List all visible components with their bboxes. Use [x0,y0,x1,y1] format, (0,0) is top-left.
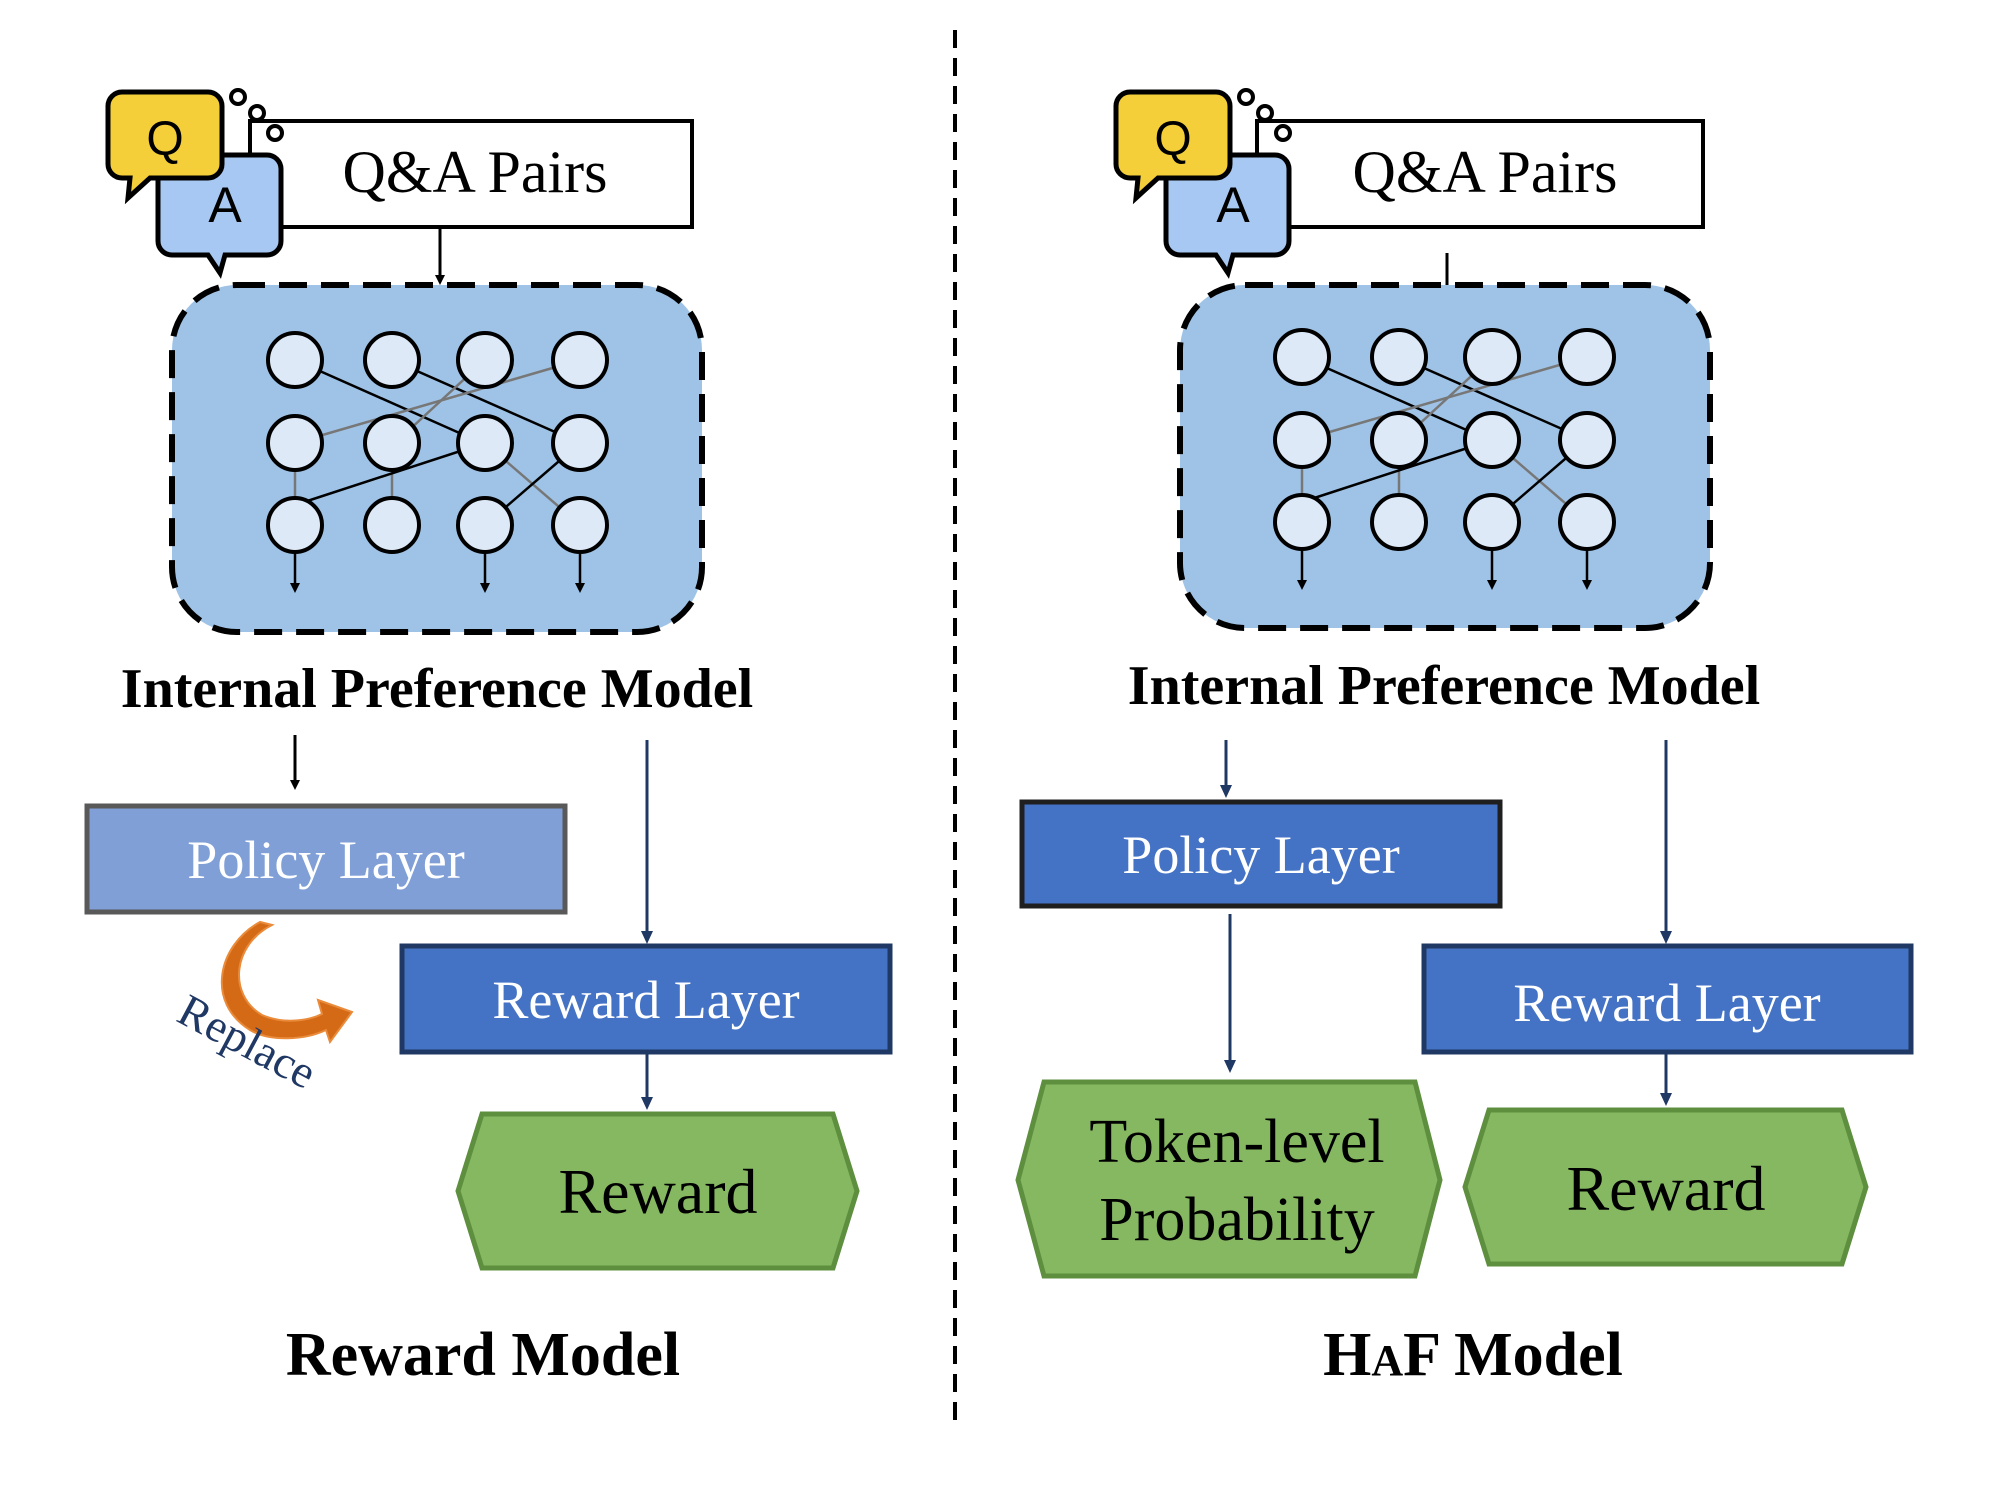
reward-layer-label: Reward Layer [492,970,799,1030]
internal-model-label: Internal Preference Model [121,658,753,720]
policy-layer-box-right [1019,799,1503,909]
left-panel: Q&A Pairs A Q [84,88,893,1389]
curved-replace-arrow-icon [220,920,354,1045]
internal-model-label-right: Internal Preference Model [1128,655,1760,717]
reward-label: Reward [558,1156,757,1227]
qa-pairs-box-right [1255,119,1705,229]
q-bubble-letter-right: Q [1154,113,1191,166]
neural-network-icon-right [1273,328,1616,590]
qa-chat-bubbles-icon: A Q [105,88,284,279]
policy-layer-label: Policy Layer [187,830,464,890]
reward-hexagon [455,1111,860,1271]
reward-hexagon-right [1462,1107,1869,1267]
a-bubble-letter-right: A [1216,177,1250,233]
panel-title-small-a: A [1371,1336,1403,1385]
qa-chat-bubbles-icon-right: A Q [1113,88,1292,279]
qa-pairs-label-right: Q&A Pairs [1352,139,1617,205]
token-prob-line2: Probability [1099,1186,1375,1254]
neural-network-icon [266,331,609,593]
qa-pairs-label: Q&A Pairs [342,139,607,205]
reward-layer-label-right: Reward Layer [1513,973,1820,1033]
q-bubble-letter: Q [146,113,183,166]
panel-title-haf-model: HAF Model [1323,1321,1623,1389]
a-bubble-letter: A [208,177,242,233]
policy-layer-label-right: Policy Layer [1122,825,1399,885]
reward-layer-box [399,943,893,1055]
qa-pairs-box [248,119,694,229]
panel-title-rest: F Model [1403,1321,1623,1389]
panel-title-reward-model: Reward Model [286,1321,680,1389]
reward-label-right: Reward [1566,1153,1765,1224]
token-prob-line1: Token-level [1089,1108,1384,1176]
token-prob-hexagon [1015,1079,1443,1279]
panel-title-h: H [1323,1321,1371,1389]
right-panel: Q&A Pairs A Q [1015,88,1914,1389]
policy-layer-box [84,803,568,915]
